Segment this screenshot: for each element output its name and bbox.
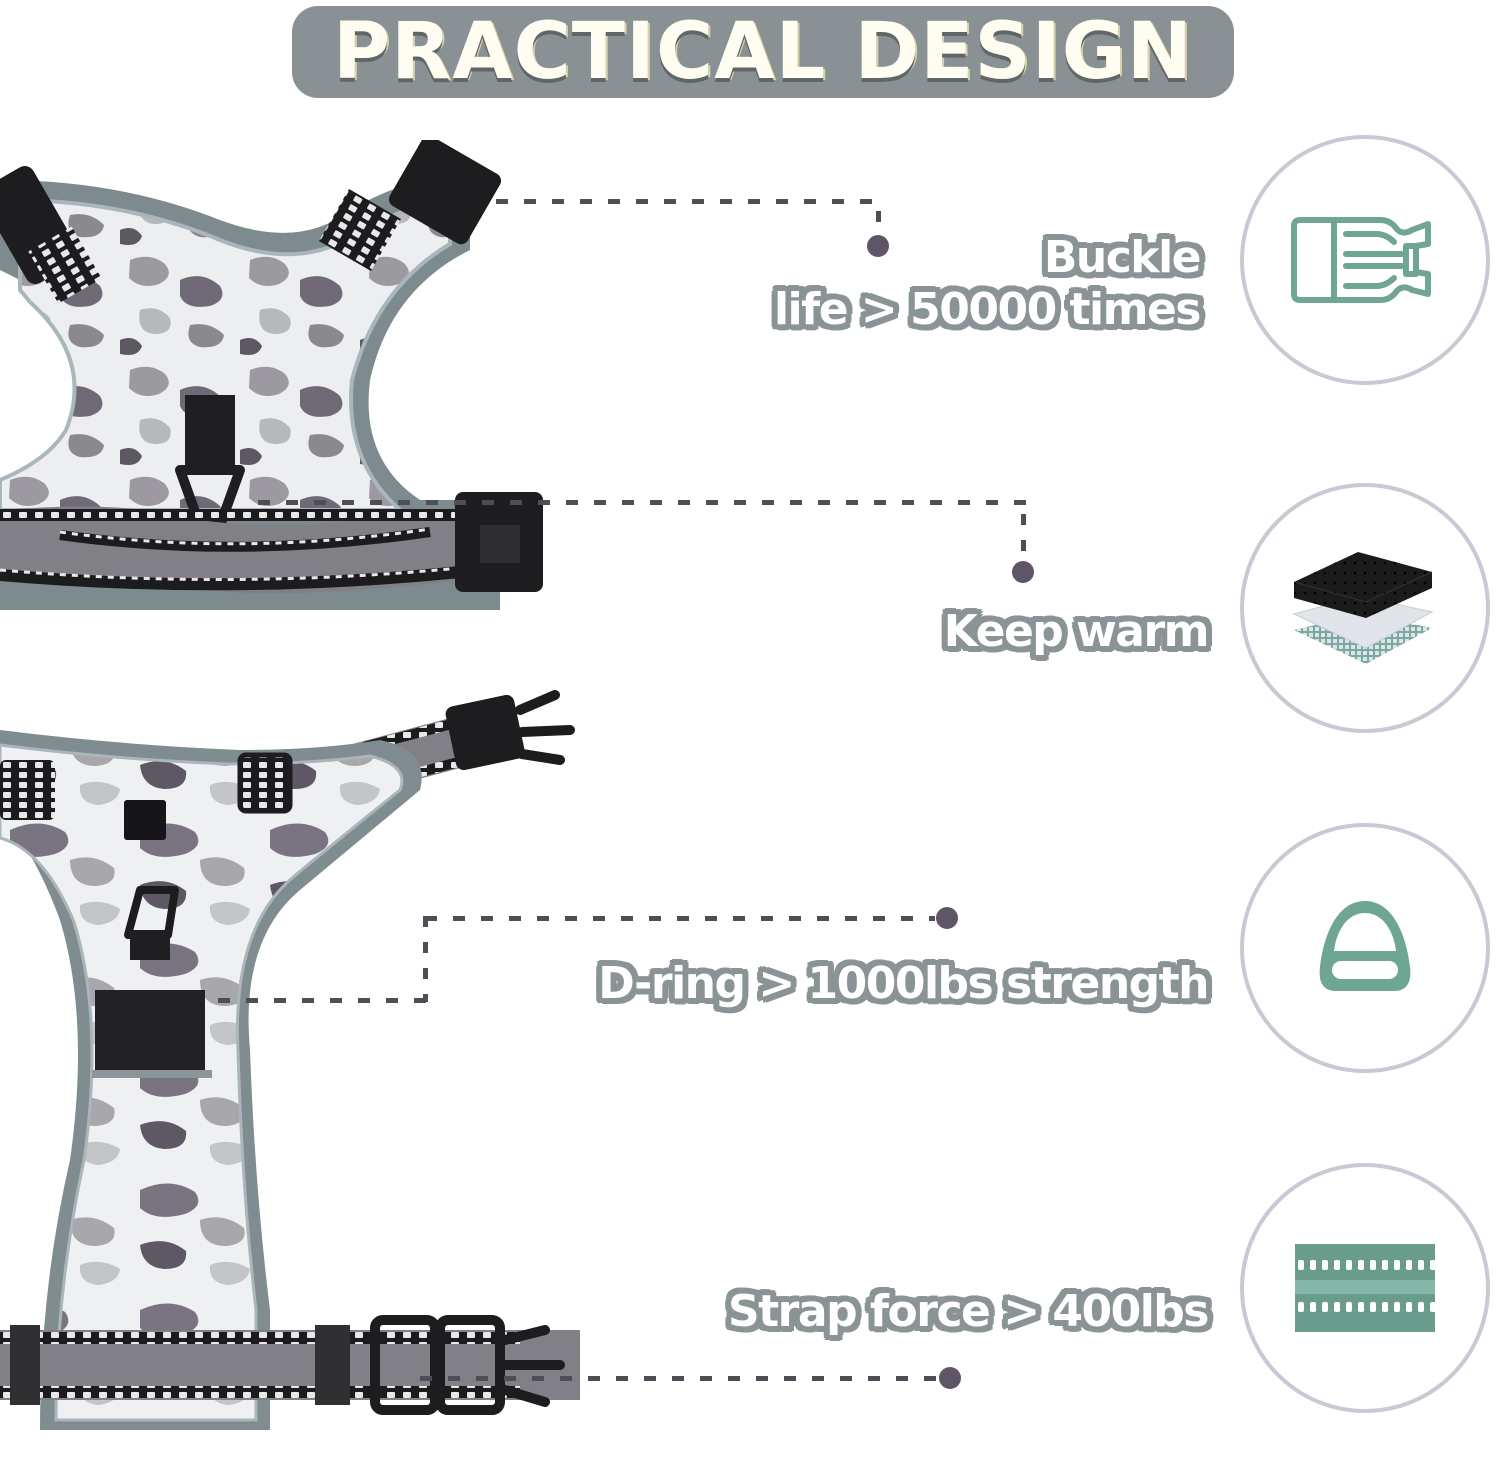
feature-label-buckle: Buckle life > 50000 times xyxy=(773,232,1202,336)
feature-label-dring: D-ring > 1000lbs strength xyxy=(598,958,1209,1010)
connector-dot-strap xyxy=(939,1367,961,1389)
d-ring-icon xyxy=(1319,901,1411,991)
connector-line-buckle xyxy=(496,199,878,204)
feature-circle-strap xyxy=(1240,1163,1490,1413)
connector-line-dring-vertical xyxy=(423,916,428,1002)
connector-dot-dring xyxy=(936,907,958,929)
feature-buckle-title: Buckle xyxy=(1043,232,1202,283)
feature-label-strap: Strap force > 400lbs xyxy=(727,1286,1210,1338)
harness-top-image xyxy=(0,140,543,610)
page-title: PRACTICAL DESIGN xyxy=(332,7,1194,97)
connector-line-buckle-vertical xyxy=(876,211,881,233)
harness-bottom-image xyxy=(0,690,580,1430)
feature-buckle-subtitle: life > 50000 times xyxy=(773,283,1202,335)
feature-circle-buckle xyxy=(1240,135,1490,385)
feature-circle-dring xyxy=(1240,823,1490,1073)
connector-dot-buckle xyxy=(867,235,889,257)
feature-label-warm: Keep warm xyxy=(943,606,1210,658)
reflective-strap-icon xyxy=(1295,1244,1435,1332)
buckle-icon xyxy=(1291,217,1431,303)
connector-line-strap xyxy=(420,1376,940,1381)
feature-warm-title: Keep warm xyxy=(943,606,1210,657)
connector-line-warm xyxy=(258,500,1026,505)
feature-strap-title: Strap force > 400lbs xyxy=(727,1286,1210,1337)
padding-layers-icon xyxy=(1292,552,1434,664)
feature-dring-title: D-ring > 1000lbs strength xyxy=(598,958,1209,1009)
feature-circle-warm xyxy=(1240,483,1490,733)
connector-line-warm-vertical xyxy=(1021,514,1026,554)
page-title-banner: PRACTICAL DESIGN xyxy=(292,6,1234,98)
connector-line-dring-top xyxy=(425,916,935,921)
connector-dot-warm xyxy=(1012,561,1034,583)
connector-line-dring-bottom xyxy=(218,998,428,1003)
